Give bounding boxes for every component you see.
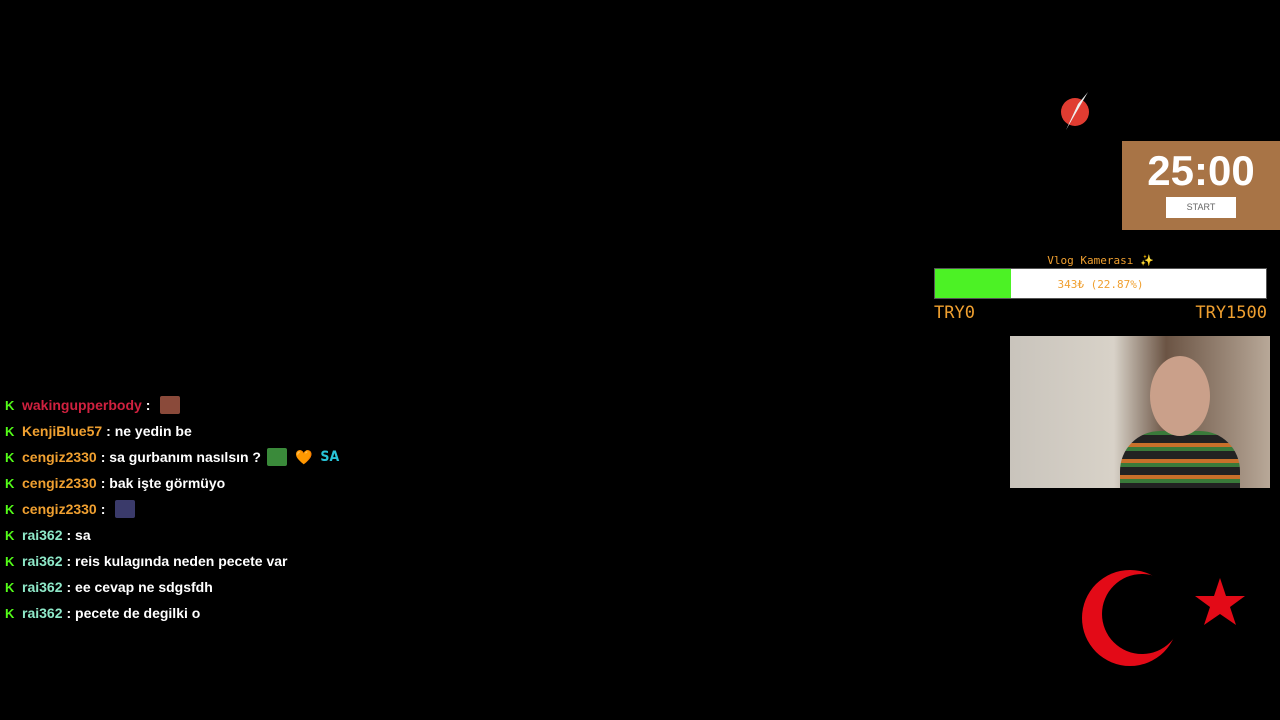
webcam-person-face (1150, 356, 1210, 436)
chat-text: ee cevap ne sdgsfdh (75, 579, 213, 595)
kick-icon: K (5, 553, 15, 569)
chat-username[interactable]: rai362 (22, 579, 63, 595)
chat-username[interactable]: cengiz2330 (22, 475, 97, 491)
chat-username[interactable]: rai362 (22, 553, 63, 569)
brand-logo-icon (1061, 92, 1089, 130)
webcam-person-body (1120, 431, 1240, 488)
progress-fill (935, 269, 1011, 298)
chat-separator: : (66, 527, 76, 543)
meme-face-emote (160, 396, 181, 414)
kick-icon: K (5, 527, 15, 543)
chat-text: ne yedin be (114, 423, 192, 439)
chat-separator: : (66, 553, 76, 569)
chat-message: K KenjiBlue57: ne yedin be (5, 418, 339, 444)
goal-max-label: TRY1500 (1195, 303, 1267, 323)
sa-emote: SA (320, 449, 340, 465)
donation-goal-progress-bar: 343₺ (22.87%) (934, 268, 1267, 299)
orange-heart-emote: 🧡 (294, 448, 313, 465)
chat-username[interactable]: wakingupperbody (22, 397, 142, 413)
kick-icon: K (5, 501, 15, 517)
chat-text: sa gurbanım nasılsın ? (109, 449, 261, 465)
timer-display: 25:00 (1147, 147, 1255, 194)
pepe-emote (266, 448, 287, 466)
chat-username[interactable]: KenjiBlue57 (22, 423, 103, 439)
chat-separator: : (66, 579, 76, 595)
dancer-emote (115, 500, 136, 518)
kick-icon: K (5, 449, 15, 465)
chat-username[interactable]: cengiz2330 (22, 449, 97, 465)
chat-separator: : (66, 605, 76, 621)
chat-separator: : (100, 475, 110, 491)
goal-min-label: TRY0 (934, 303, 975, 323)
kick-icon: K (5, 579, 15, 595)
progress-label: 343₺ (22.87%) (1057, 278, 1144, 291)
chat-separator: : (145, 397, 155, 413)
kick-icon: K (5, 397, 15, 413)
chat-username[interactable]: rai362 (22, 605, 63, 621)
chat-username[interactable]: rai362 (22, 527, 63, 543)
kick-icon: K (5, 475, 15, 491)
timer-start-button[interactable]: START (1166, 197, 1236, 218)
chat-separator: : (106, 423, 115, 439)
turkish-crescent-star-icon (1082, 570, 1245, 666)
chat-text: bak işte görmüyo (109, 475, 226, 491)
chat-separator: : (100, 501, 110, 517)
kick-icon: K (5, 423, 15, 439)
chat-separator: : (100, 449, 110, 465)
pomodoro-timer: 25:00 START (1122, 141, 1280, 230)
chat-username[interactable]: cengiz2330 (22, 501, 97, 517)
chat-text: sa (75, 527, 91, 543)
chat-text: reis kulagında neden pecete var (75, 553, 288, 569)
donation-goal-title: Vlog Kamerası ✨ (1047, 254, 1154, 267)
chat-text: pecete de degilki o (75, 605, 201, 621)
webcam-feed (1010, 336, 1270, 488)
kick-icon: K (5, 605, 15, 621)
